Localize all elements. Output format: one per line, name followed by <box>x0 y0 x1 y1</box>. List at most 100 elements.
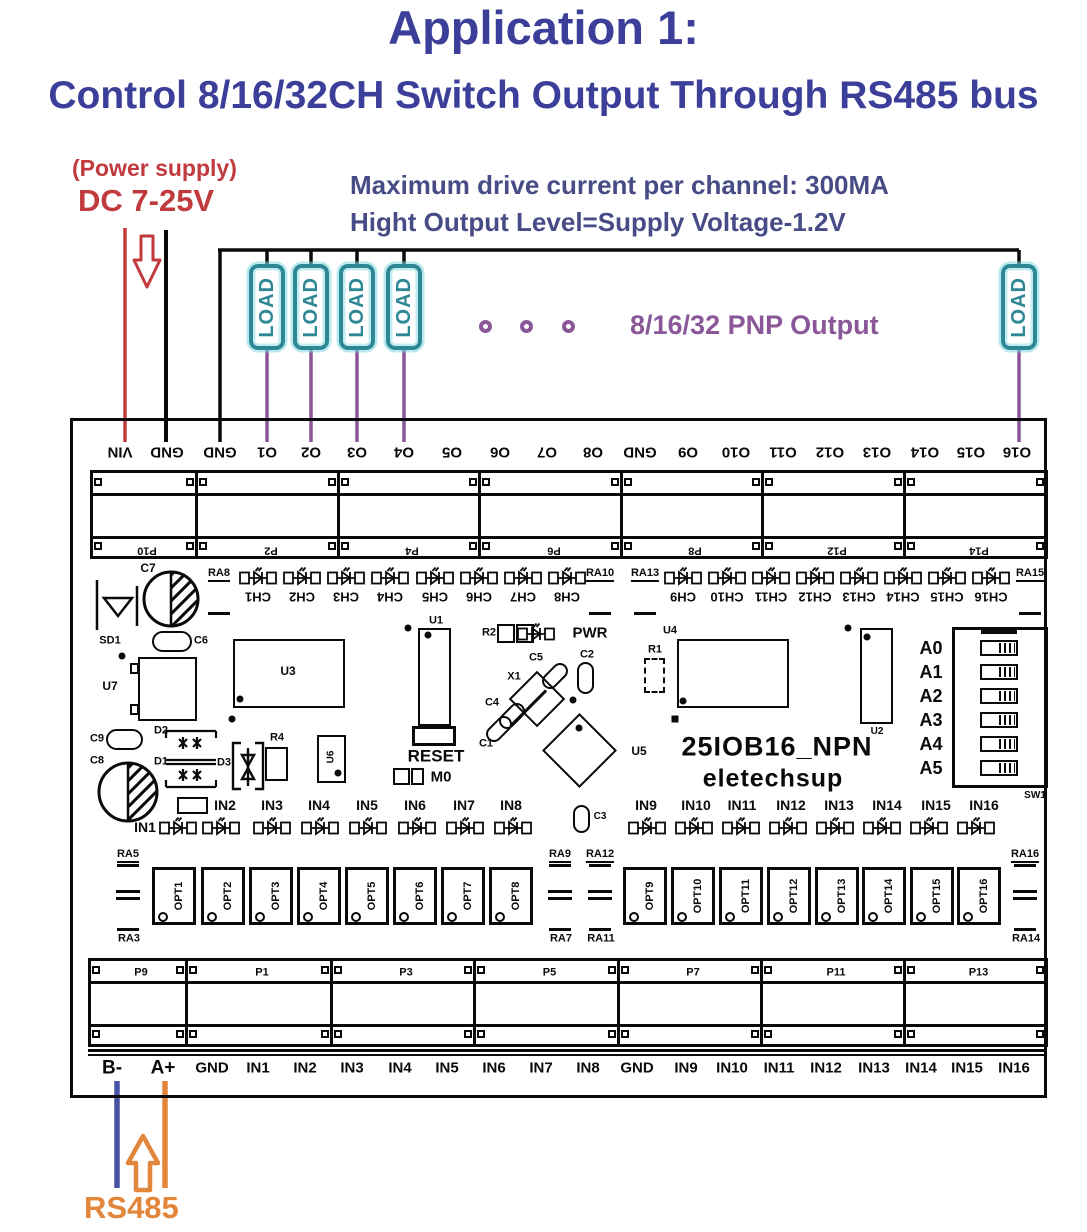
opt-label: OPT16 <box>978 878 990 914</box>
terminal-block-label: P9 <box>134 966 148 979</box>
chip-u2-shape <box>860 628 893 724</box>
component-label-u3: U3 <box>280 664 296 678</box>
spec-max-current: Maximum drive current per channel: 300MA <box>350 170 889 200</box>
load-label: LOAD <box>345 276 368 338</box>
led-icon <box>327 566 365 587</box>
ra-bar <box>117 928 139 931</box>
top-terminal-label: GND <box>623 443 657 461</box>
ra-bar <box>589 928 611 931</box>
dip-label: A4 <box>919 734 943 754</box>
ch-label: CH1 <box>244 589 272 605</box>
ellipsis-dot <box>520 320 533 333</box>
page-title: Application 1: <box>388 1 699 54</box>
block-pin-square <box>464 966 472 974</box>
cap-c9-shape <box>106 729 143 750</box>
ra-eq-bar <box>548 890 572 893</box>
component-label-r1: R1 <box>647 643 663 656</box>
bottom-terminal-label: IN11 <box>763 1059 795 1077</box>
rail-line <box>88 1049 1045 1052</box>
solder-dot <box>569 696 577 704</box>
block-pin-square <box>1036 542 1044 550</box>
input-label: IN16 <box>969 797 999 813</box>
block-divider <box>905 536 1046 539</box>
opt-label: OPT11 <box>740 878 752 914</box>
opt-box: OPT14 <box>862 867 906 925</box>
opt-label: OPT9 <box>644 881 656 911</box>
component-label-c7: C7 <box>140 561 156 575</box>
block-pin-square <box>477 966 485 974</box>
dip-label: A5 <box>919 758 943 778</box>
bottom-terminal-label: IN3 <box>340 1059 364 1077</box>
block-pin-square <box>608 1030 616 1038</box>
block-pin-square <box>464 1030 472 1038</box>
terminal-block-label: P11 <box>826 966 846 979</box>
top-terminal-label: O4 <box>393 443 415 461</box>
led-icon <box>957 816 995 837</box>
led-icon <box>972 566 1010 587</box>
opt-label: OPT15 <box>931 878 943 914</box>
solder-dot <box>118 652 126 660</box>
ra-label: RA14 <box>1011 932 1041 945</box>
opt-label: OPT14 <box>883 878 895 914</box>
block-divider <box>92 493 196 496</box>
block-divider <box>90 1024 186 1027</box>
led-icon <box>769 816 807 837</box>
led-icon <box>202 816 240 837</box>
solder-dot <box>404 624 412 632</box>
led-icon <box>301 816 339 837</box>
chip-u6-shape <box>317 735 346 783</box>
led-icon <box>494 816 532 837</box>
terminal-block-label: P6 <box>546 544 561 557</box>
block-divider <box>187 981 331 984</box>
dip-label: A1 <box>919 662 943 682</box>
top-terminal-label: O16 <box>1002 443 1032 461</box>
block-pin-square <box>482 542 490 550</box>
ellipsis-dot <box>479 320 492 333</box>
block-pin-square <box>469 542 477 550</box>
top-terminal-label: GND <box>203 443 237 461</box>
terminal-block-label: P12 <box>826 544 847 557</box>
led-icon <box>675 816 713 837</box>
bottom-terminal-label: IN5 <box>435 1059 459 1077</box>
block-pin-square <box>751 1030 759 1038</box>
bottom-terminal-label: IN9 <box>674 1059 698 1077</box>
terminal-block-label: P5 <box>542 966 557 979</box>
load-label: LOAD <box>299 276 322 338</box>
top-terminal-label: O9 <box>677 443 699 461</box>
dip-switch-name: SW1 <box>1024 790 1046 801</box>
component-label-d2: D2 <box>153 724 169 737</box>
block-pin-square <box>321 966 329 974</box>
load-label: LOAD <box>255 276 278 338</box>
opt-dot <box>963 912 973 922</box>
opt-box: OPT5 <box>345 867 389 925</box>
block-divider <box>90 981 186 984</box>
opt-box: OPT16 <box>957 867 1001 925</box>
bottom-terminal-label: GND <box>620 1059 654 1077</box>
block-pin-square <box>328 478 336 486</box>
opt-box: OPT10 <box>671 867 715 925</box>
ch-label: CH5 <box>421 589 449 605</box>
opt-dot <box>399 912 409 922</box>
component-label-x1: X1 <box>507 670 521 683</box>
ra-label: RA16 <box>1010 849 1040 863</box>
opt-label: OPT6 <box>414 881 426 911</box>
opt-label: OPT12 <box>788 878 800 914</box>
chip-u1-shape <box>418 628 451 726</box>
solder-dot <box>334 769 342 777</box>
block-divider <box>475 1024 618 1027</box>
led-icon <box>398 816 436 837</box>
terminal-block-label: P1 <box>255 966 269 979</box>
load-box: LOAD <box>386 264 422 350</box>
cap-c3-shape <box>573 805 590 833</box>
terminal-block-label: P3 <box>399 966 413 979</box>
bottom-terminal-label: A+ <box>150 1057 176 1079</box>
ra-bar <box>549 928 571 931</box>
block-pin-square <box>751 966 759 974</box>
component-label-u4: U4 <box>662 624 678 637</box>
component-label-u7: U7 <box>102 679 118 693</box>
opt-label: OPT8 <box>510 881 522 911</box>
led-icon <box>460 566 498 587</box>
rs485-up-arrow-icon <box>125 1133 161 1193</box>
bottom-terminal-label: GND <box>195 1059 229 1077</box>
